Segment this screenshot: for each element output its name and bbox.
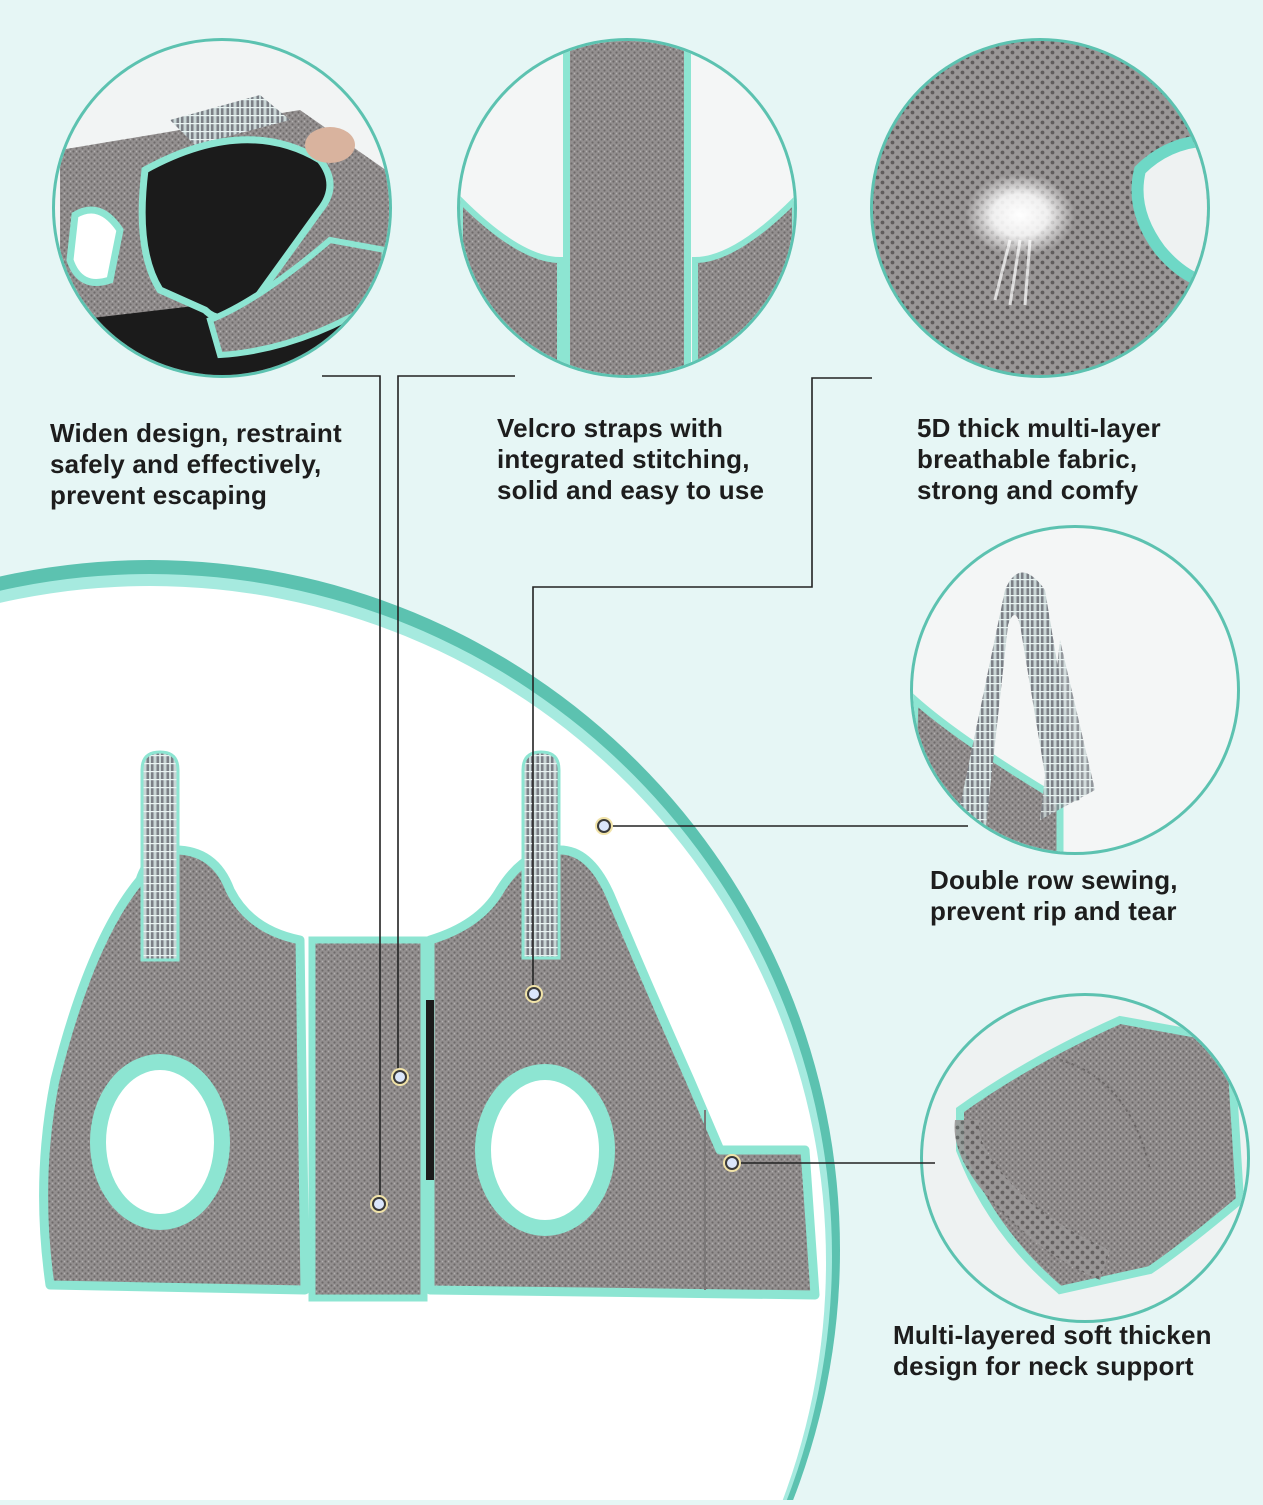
caption-line: breathable fabric, <box>917 444 1138 474</box>
caption-line: Velcro straps with <box>497 413 724 443</box>
callout-dot-neck-support <box>723 1154 741 1172</box>
caption-double-row-sewing: Double row sewing, prevent rip and tear <box>930 865 1178 927</box>
caption-widen-design: Widen design, restraint safely and effec… <box>50 418 342 511</box>
caption-line: safely and effectively, <box>50 449 322 479</box>
callout-line-breathable-fabric <box>532 377 872 986</box>
caption-line: Multi-layered soft thicken <box>893 1320 1212 1350</box>
callout-line-velcro-straps <box>397 375 515 1069</box>
caption-line: prevent rip and tear <box>930 896 1177 926</box>
detail-circle-widen-design <box>52 38 392 378</box>
detail-circle-breathable-fabric <box>870 38 1210 378</box>
caption-line: integrated stitching, <box>497 444 750 474</box>
callout-line-widen-design <box>322 375 381 1196</box>
caption-breathable-fabric: 5D thick multi-layer breathable fabric, … <box>917 413 1161 506</box>
detail-circle-double-row-sewing <box>910 525 1240 855</box>
caption-line: Double row sewing, <box>930 865 1178 895</box>
detail-circle-velcro-straps <box>457 38 797 378</box>
detail-circle-neck-support <box>920 993 1250 1323</box>
callout-dots <box>370 817 741 1213</box>
caption-line: design for neck support <box>893 1351 1194 1381</box>
callout-dot-breathable-fabric <box>525 985 543 1003</box>
caption-line: solid and easy to use <box>497 475 765 505</box>
caption-line: Widen design, restraint <box>50 418 342 448</box>
caption-line: strong and comfy <box>917 475 1139 505</box>
caption-velcro-straps: Velcro straps with integrated stitching,… <box>497 413 764 506</box>
caption-line: 5D thick multi-layer <box>917 413 1161 443</box>
callout-dot-double-row-sewing <box>595 817 613 835</box>
caption-line: prevent escaping <box>50 480 268 510</box>
callout-lines <box>322 375 968 1196</box>
callout-dot-widen-design <box>370 1195 388 1213</box>
callout-dot-velcro-straps <box>391 1068 409 1086</box>
caption-neck-support: Multi-layered soft thicken design for ne… <box>893 1320 1212 1382</box>
harness-product <box>39 750 820 1302</box>
